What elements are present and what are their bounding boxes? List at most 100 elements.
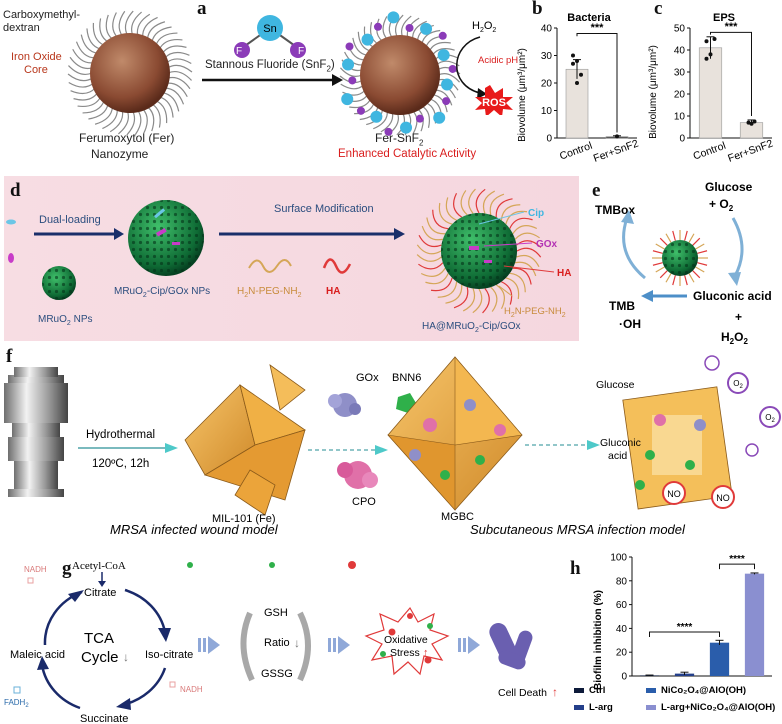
final-np-label: HA@MRuO2-Cip/GOx bbox=[422, 321, 521, 334]
y-tick-label: 40 bbox=[674, 46, 686, 57]
triple-arrow-2 bbox=[328, 636, 350, 654]
stannous-fluoride-label: Stannous Fluoride (SnF2) bbox=[205, 59, 335, 74]
tca-down-arrow: ↓ bbox=[123, 650, 129, 664]
ferumoxytol-nanoparticle bbox=[67, 10, 193, 136]
wound-model-label: MRSA infected wound model bbox=[110, 522, 279, 537]
ratio-label: Ratio bbox=[264, 637, 290, 649]
fer-name-1: Ferumoxytol (Fer) bbox=[79, 131, 175, 145]
legend-swatch-1 bbox=[574, 705, 584, 710]
panel-f-letter: f bbox=[6, 346, 13, 367]
significance-label: **** bbox=[729, 554, 745, 565]
gluconic-f-label-2: acid bbox=[608, 450, 627, 462]
fer-name-2: Nanozyme bbox=[91, 147, 149, 161]
triple-arrow-3 bbox=[458, 636, 480, 654]
wound-label: infected wound model bbox=[151, 522, 279, 537]
panel-g-scheme: Acetyl-CoA Citrate NADH TCA Cycle ↓ Male… bbox=[4, 560, 558, 724]
gluconic-acid-label: Gluconic acid bbox=[693, 289, 772, 303]
chart-h-ylabel: Biofilm inhibition (%) bbox=[593, 590, 604, 690]
iron-oxide-label-1: Iron Oxide bbox=[11, 51, 62, 63]
mruo2-cip-label: MRuO2-Cip/GOx NPs bbox=[114, 286, 210, 299]
h2n-peg-label: H2N-PEG-NH2 bbox=[237, 286, 302, 299]
category-label-0: Control bbox=[692, 140, 728, 163]
f-label-right: F bbox=[298, 46, 304, 57]
legend-label-1: L-arg bbox=[589, 702, 613, 713]
tmbox-label: TMBox bbox=[595, 203, 635, 217]
fer-snf2-label: Fer-SnF2 bbox=[375, 131, 424, 148]
reaction-arrow-a bbox=[202, 74, 343, 86]
mrsa-label-2: MRSA bbox=[557, 522, 594, 537]
iso-citrate-label: Iso-citrate bbox=[145, 649, 193, 661]
category-label-0: Control bbox=[558, 140, 594, 163]
category-label-1: Fer+SnF2 bbox=[592, 137, 640, 164]
glucose-f-label: Glucose bbox=[596, 379, 635, 391]
o2-f-label-1: O2 bbox=[733, 379, 743, 390]
y-tick-label: 30 bbox=[541, 51, 553, 62]
y-tick-label: 50 bbox=[674, 24, 686, 35]
ratio-down-arrow: ↓ bbox=[294, 636, 300, 650]
y-tick-label: 60 bbox=[616, 600, 628, 611]
o2-f-label-2: O2 bbox=[765, 413, 775, 424]
plus-label: + bbox=[735, 310, 742, 324]
acidic-ph-label: Acidic pH bbox=[478, 55, 518, 66]
mil-101-label: MIL-101 (Fe) bbox=[212, 513, 276, 525]
y-tick-label: 80 bbox=[616, 576, 628, 587]
death-up-arrow: ↑ bbox=[552, 685, 558, 699]
legend-swatch-2 bbox=[646, 688, 656, 693]
panel-f-scheme: Hydrothermal 120ºC, 12h MIL-101 (Fe) GOx… bbox=[4, 355, 781, 537]
significance-bracket bbox=[719, 563, 755, 570]
cip-label: Cip bbox=[528, 208, 544, 219]
cpo-label: CPO bbox=[352, 496, 376, 508]
y-tick-label: 10 bbox=[541, 106, 553, 117]
oh-label: ·OH bbox=[619, 317, 641, 331]
legend-label-2: NiCo₂O₄@AlO(OH) bbox=[661, 685, 746, 696]
panel-d-scheme: Dual-loading MRuO2 NPs MRuO2-Cip/GOx NPs… bbox=[6, 188, 571, 334]
significance-label: *** bbox=[591, 22, 605, 34]
hydrothermal-label: Hydrothermal bbox=[86, 429, 155, 441]
no-label-2: NO bbox=[716, 493, 730, 503]
nadh-label-1: NADH bbox=[24, 565, 47, 574]
chart-b-ylabel: Biovolume (μm³/μm²) bbox=[517, 48, 528, 142]
significance-bracket bbox=[576, 33, 618, 133]
o2-label: + O2 bbox=[709, 197, 734, 213]
y-tick-label: 40 bbox=[616, 624, 628, 635]
y-tick-label: 20 bbox=[541, 79, 553, 90]
chart-c: EPS Biovolume (μm³/μm²) 01020304050Contr… bbox=[648, 12, 775, 165]
bar-2 bbox=[709, 642, 730, 676]
panel-d-letter: d bbox=[10, 180, 21, 201]
panel-e-letter: e bbox=[592, 180, 601, 201]
tmb-label: TMB bbox=[609, 299, 635, 313]
bar-3 bbox=[744, 573, 765, 676]
panel-e-cascade: TMBox Glucose + O2 Gluconic acid TMB ·OH… bbox=[595, 180, 772, 346]
ros-label: ROS bbox=[482, 97, 506, 109]
panel-h-letter: h bbox=[570, 558, 581, 579]
chart-h: Biofilm inhibition (%) 020406080100*****… bbox=[574, 553, 775, 713]
gssg-label: GSSG bbox=[261, 668, 293, 680]
h2n-peg-label-final: H2N-PEG-NH2 bbox=[504, 306, 566, 319]
y-tick-label: 100 bbox=[610, 553, 627, 564]
bnn6-label: BNN6 bbox=[392, 372, 421, 384]
acetyl-coa-label: Acetyl-CoA bbox=[72, 560, 126, 572]
mgbc-label: MGBC bbox=[441, 511, 474, 523]
bar-0 bbox=[698, 47, 723, 139]
condition-label: 120ºC, 12h bbox=[92, 458, 149, 470]
subq-label: Subcutaneous bbox=[470, 522, 554, 537]
category-label-1: Fer+SnF2 bbox=[726, 137, 774, 164]
sn-label: Sn bbox=[263, 23, 276, 35]
h2o2-e-label: H2O2 bbox=[721, 330, 748, 346]
significance-bracket bbox=[710, 31, 752, 116]
subq-model-label: Subcutaneous MRSA infection model bbox=[470, 522, 686, 537]
panel-b-letter: b bbox=[532, 0, 543, 19]
legend-swatch-0 bbox=[574, 688, 584, 693]
tca-label-1: TCA bbox=[84, 630, 114, 647]
chart-c-ylabel: Biovolume (μm³/μm²) bbox=[648, 45, 659, 139]
mrsa-label-1: MRSA bbox=[110, 522, 148, 537]
chart-c-title: EPS bbox=[713, 12, 735, 24]
cell-death-label: Cell Death bbox=[498, 687, 547, 699]
y-tick-label: 20 bbox=[616, 648, 628, 659]
tca-label-2: Cycle bbox=[81, 649, 119, 666]
legend-label-0: Ctrl bbox=[589, 685, 605, 696]
h2o2-label: H2O2 bbox=[472, 20, 496, 34]
panel-g-letter: g bbox=[62, 558, 72, 579]
oxidative-label-2: Stress bbox=[390, 647, 420, 659]
succinate-label: Succinate bbox=[80, 713, 128, 724]
